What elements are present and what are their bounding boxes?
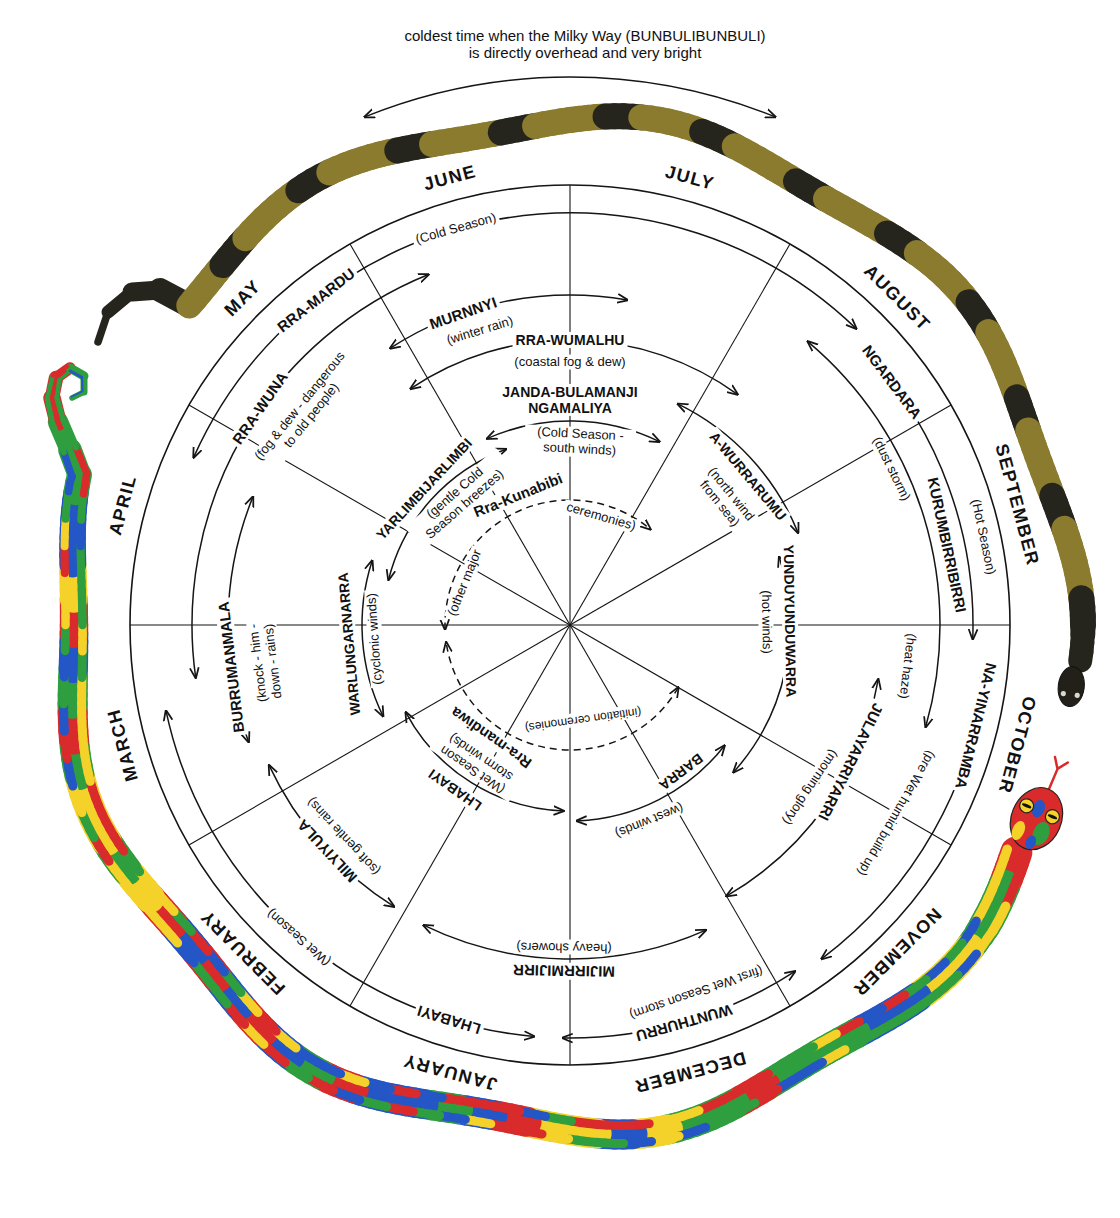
season-note: (knock - him - down - rains) [245,608,288,717]
season-name: YUNDUYUNDUWARRA [781,542,800,701]
month-label: SEPTEMBER [990,439,1044,571]
season-note: (Cold Season) [412,209,502,248]
season-note: (north wind from sea) [685,454,765,544]
snake-stripe [63,420,76,447]
season-note: (west winds) [610,798,688,841]
season-note: (coastal fog & dew) [511,355,628,370]
snake-head [1056,665,1087,708]
month-label: APRIL [104,470,141,541]
season-note: (cyclonic winds) [365,589,387,688]
snake-stripe [81,377,84,391]
head-shape [1056,665,1087,708]
season-note: (Wet Season) [262,903,336,970]
season-note: (pre Wet humid build up) [852,745,939,881]
season-name: RRA-WUMALHU [513,332,628,348]
season-arcs [166,77,986,1038]
spokes [130,185,1010,1065]
season-arrow [577,746,725,821]
season-note: (heat haze) [896,630,920,703]
month-label: JANUARY [398,1049,503,1096]
snake-stripe [47,398,52,424]
snake-stripe [76,448,87,474]
snake-eye [1043,808,1061,826]
season-note: ceremonies) [562,499,641,535]
season-arrow [269,765,394,906]
season-note: (dust storm) [868,431,914,505]
snake-stripe [57,380,60,398]
snake-body [47,365,1025,1143]
spoke-line [569,625,570,1065]
snake-stripe [64,452,72,476]
snake-stripe [59,371,70,380]
month-label: OCTOBER [993,691,1040,799]
season-name: MIJIRRMIJIRR [510,961,618,980]
milky-way-note: coldest time when the Milky Way (BUNBULI… [400,27,771,62]
season-note: (heavy showers) [514,939,616,956]
head-patch [1023,834,1038,851]
season-name: LHABAYI [413,1001,486,1038]
snake-segment [1080,652,1081,661]
month-label: MARCH [102,703,143,786]
head-patch [1009,819,1028,842]
snake-pupil [1021,802,1031,809]
snake-eye [1060,691,1066,697]
season-name: RRA-MARDU [272,263,361,338]
outer-ring [130,185,1010,1065]
snake-stripe [70,371,82,377]
month-label: DECEMBER [629,1047,751,1098]
snake-eyes [1017,797,1061,826]
snake-body [98,116,1083,660]
snake-pupil [1047,813,1057,820]
snake-eye [1017,797,1035,815]
season-arrow [424,925,706,959]
season-arrow [822,669,986,959]
snake-stripe [57,398,64,420]
snake-eye [1074,692,1080,698]
season-name: WARLUNGARNARRA [334,569,363,719]
season-name: BARRA [653,748,708,795]
season-arrow [166,711,534,1037]
snake-stripe [71,391,82,397]
season-arrow [869,355,973,639]
season-note: (hot winds) [758,587,774,657]
season-name: KURUMBIRRIBIRRI [923,473,970,617]
season-arrow [808,342,940,727]
month-label: NOVEMBER [847,902,948,1003]
snake-stripe [85,375,88,393]
snake-stripe [53,424,64,453]
season-name: BURRUMANMALA [214,597,248,736]
snake-stripe [47,376,52,398]
season-name: JANDA-BULAMANJI NGAMALIYA [487,384,653,416]
season-arrow [727,679,879,896]
snake-stripe [73,393,86,399]
month-label: MAY [218,273,267,322]
season-name: NGARDARA [857,340,927,425]
season-name: NA-YINARRAMBA [951,658,1000,793]
month-label: JULY [660,160,720,195]
season-note: (initiation ceremonies) [521,704,645,735]
season-note: (Hot Season) [967,495,999,579]
month-label: AUGUST [858,258,937,337]
season-note: (Cold Season - south winds) [523,424,635,460]
season-note: (other major [444,545,486,621]
month-label: JUNE [418,160,481,196]
